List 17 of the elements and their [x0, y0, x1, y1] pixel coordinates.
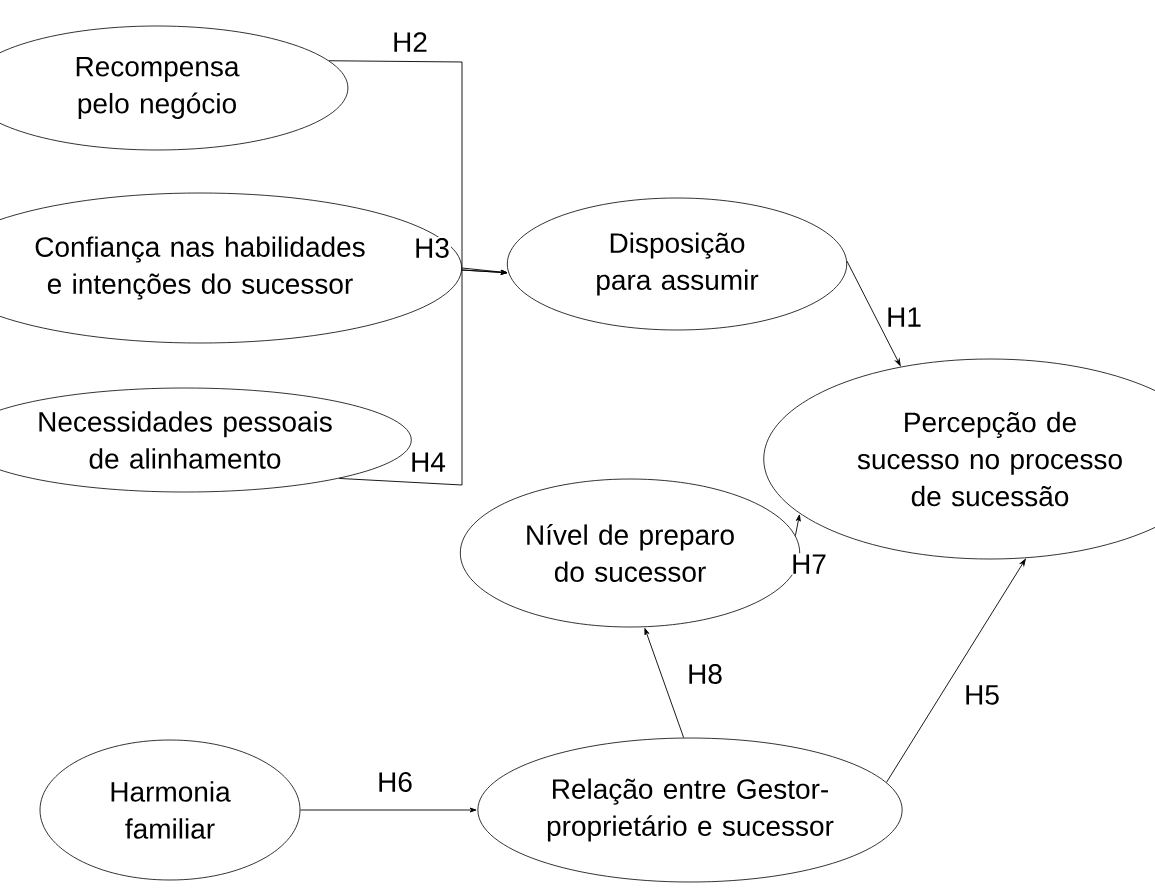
arrow: [299, 807, 477, 813]
edge-label: H8: [686, 663, 724, 685]
edge-label: H4: [409, 451, 447, 473]
ellipse-node: Relação entre Gestor-proprietário e sucessor: [477, 737, 903, 883]
edge-label: H7: [790, 553, 828, 575]
arrow: [644, 628, 685, 739]
edge-label: H6: [376, 771, 414, 793]
arrow: [846, 260, 901, 366]
ellipse-node: Disposição para assumir: [506, 197, 848, 331]
ellipse-node: Harmonia familiar: [39, 739, 301, 881]
edge-label: H1: [885, 306, 923, 328]
edge-label: H2: [391, 31, 429, 53]
arrow: [338, 269, 508, 486]
arrow: [794, 514, 801, 537]
edge-label: H5: [963, 684, 1001, 706]
arrow: [886, 558, 1026, 783]
edge-label: H3: [413, 237, 451, 259]
